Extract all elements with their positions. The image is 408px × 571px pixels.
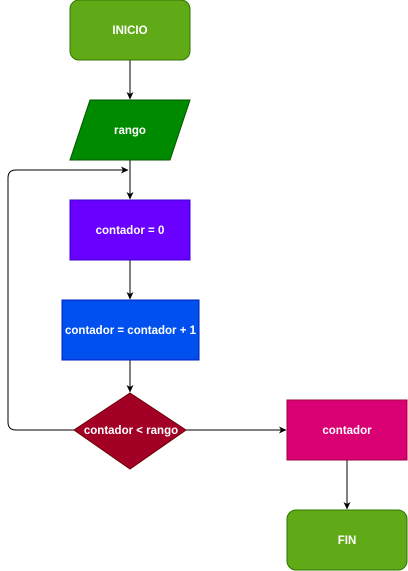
node-incremento-shape [61, 299, 200, 361]
node-inicio[interactable]: INICIO [69, 0, 191, 61]
node-init-shape [69, 199, 191, 261]
node-inicio-label: INICIO [112, 25, 147, 37]
node-salida-label: contador [322, 425, 372, 437]
node-init-label: contador = 0 [96, 225, 165, 237]
node-incremento[interactable]: contador = contador + 1 [61, 299, 200, 361]
node-condicion-label: contador < rango [84, 425, 178, 437]
node-condicion-shape [73, 392, 187, 470]
node-fin-label: FIN [338, 535, 357, 547]
node-salida[interactable]: contador [286, 399, 408, 461]
edge-loop-back [7, 166, 129, 431]
node-rango-label: rango [114, 125, 146, 137]
node-salida-shape [286, 399, 408, 461]
node-fin[interactable]: FIN [286, 509, 408, 571]
node-incremento-label: contador = contador + 1 [65, 325, 197, 337]
node-condicion[interactable]: contador < rango [73, 392, 187, 470]
node-fin-shape [286, 509, 408, 571]
node-inicio-shape [69, 0, 191, 61]
node-rango[interactable]: rango [69, 99, 191, 161]
node-rango-shape [69, 99, 191, 161]
node-init[interactable]: contador = 0 [69, 199, 191, 261]
